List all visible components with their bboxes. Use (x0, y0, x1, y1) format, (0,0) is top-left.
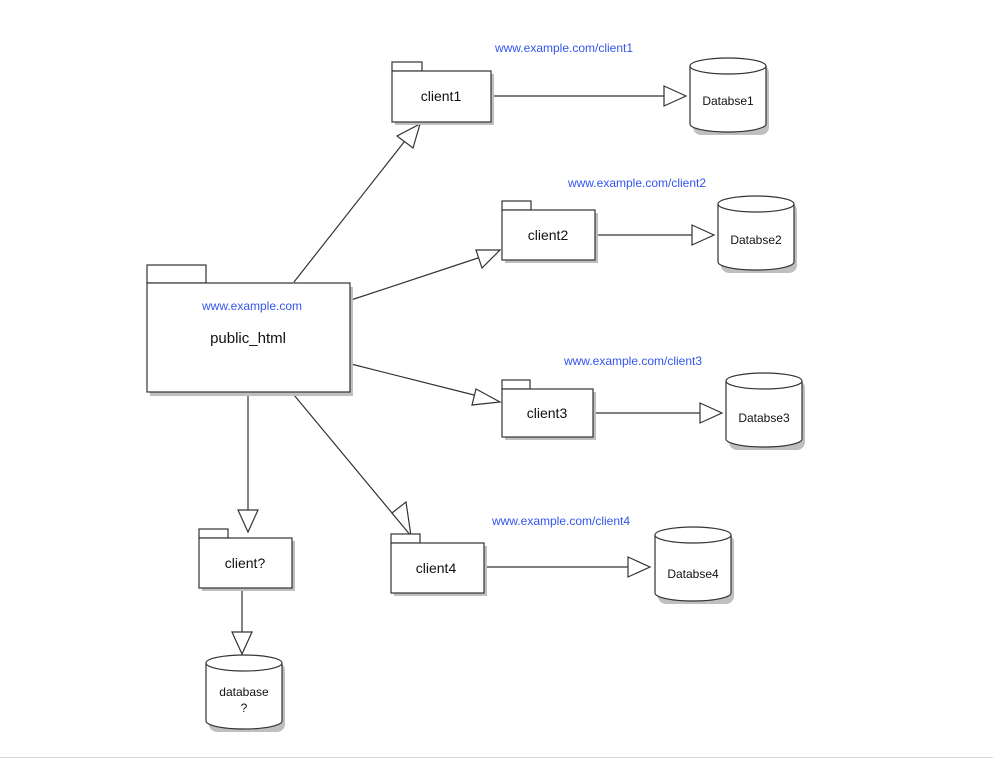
database-db4[interactable]: Databse4 (654, 526, 734, 604)
db4-label: Databse4 (667, 567, 719, 581)
client2-url[interactable]: www.example.com/client2 (567, 176, 706, 190)
database-top (725, 372, 803, 390)
client3-label: client3 (527, 405, 568, 421)
arrowhead-client2 (475, 249, 502, 270)
package-body (146, 282, 351, 393)
database-cylinder (717, 204, 795, 271)
package-public-html[interactable]: www.example.com public_html (146, 264, 353, 396)
package-body (501, 209, 596, 261)
arrowhead-client-unknown (237, 509, 259, 534)
arrowhead-db2 (691, 224, 716, 246)
client-unknown-label: client? (225, 555, 266, 571)
package-body (391, 70, 492, 123)
database-unknown[interactable]: database ? (205, 654, 285, 732)
database-cylinder (725, 381, 803, 448)
package-body (501, 388, 594, 438)
client2-label: client2 (528, 227, 569, 243)
package-body (390, 542, 485, 594)
edge-public-html-to-client2 (350, 257, 479, 301)
package-tab (501, 379, 531, 390)
database-cylinder (689, 66, 767, 133)
arrowhead-client1 (395, 122, 421, 149)
client1-label: client1 (421, 88, 462, 104)
bottom-divider (0, 757, 993, 758)
database-cylinder (654, 535, 732, 602)
database-db1[interactable]: Databse1 (689, 57, 769, 135)
db-unknown-label-line2: ? (241, 701, 248, 715)
edge-public-html-to-client3 (350, 363, 479, 397)
client4-url[interactable]: www.example.com/client4 (491, 514, 630, 528)
package-tab (390, 533, 421, 544)
db2-label: Databse2 (730, 233, 782, 247)
edges (231, 85, 724, 656)
public-html-url[interactable]: www.example.com (201, 299, 302, 313)
client1-url[interactable]: www.example.com/client1 (494, 41, 633, 55)
client3-url[interactable]: www.example.com/client3 (563, 354, 702, 368)
db1-label: Databse1 (702, 94, 754, 108)
package-tab (391, 61, 423, 72)
package-tab (501, 200, 532, 211)
arrowhead-db1 (663, 85, 688, 107)
database-db2[interactable]: Databse2 (717, 195, 797, 273)
database-top (717, 195, 795, 213)
package-client2[interactable]: client2 (501, 200, 598, 263)
database-top (689, 57, 767, 75)
edge-public-html-to-client1 (293, 136, 409, 283)
arrowhead-client4 (391, 500, 412, 539)
public-html-label: public_html (210, 330, 286, 347)
arrowhead-client3 (471, 388, 502, 406)
client4-label: client4 (416, 560, 457, 576)
package-client3[interactable]: client3 (501, 379, 596, 440)
package-client4[interactable]: client4 (390, 533, 487, 596)
db3-label: Databse3 (738, 411, 790, 425)
database-db3[interactable]: Databse3 (725, 372, 805, 450)
arrowhead-db-unknown (231, 631, 253, 656)
database-top (654, 526, 732, 544)
database-top (205, 654, 283, 672)
arrowhead-db3 (699, 402, 724, 424)
package-client-unknown[interactable]: client? (198, 528, 295, 591)
db-unknown-label-line1: database (219, 685, 269, 699)
package-tab (146, 264, 207, 284)
package-tab (198, 528, 229, 539)
database-cylinder (205, 663, 283, 730)
package-body (198, 537, 293, 589)
edge-public-html-to-client4 (293, 394, 398, 520)
package-client1[interactable]: client1 (391, 61, 494, 125)
arrowhead-db4 (627, 556, 652, 578)
